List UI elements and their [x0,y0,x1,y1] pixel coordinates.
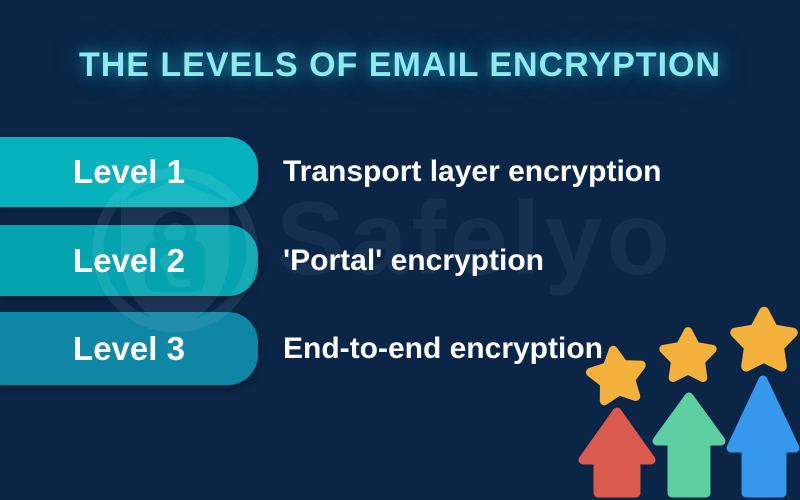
level-1-label: Level 1 [73,153,185,190]
level-2-label: Level 2 [73,242,185,279]
star-icon [588,347,646,403]
level-2-badge [0,225,258,296]
level-1-description: Transport layer encryption [283,155,662,188]
level-3-description: End-to-end encryption [283,332,603,365]
green-up-arrow-icon [652,392,726,498]
stars-arrows-graphic [578,300,800,498]
level-2-description: 'Portal' encryption [283,244,544,277]
blue-up-arrow-icon [726,375,800,498]
level-3-label: Level 3 [73,330,185,367]
watermark-brand-text: Safelyo [276,181,674,297]
page-title: THE LEVELS OF EMAIL ENCRYPTION [78,46,722,84]
star-icon [735,312,793,367]
star-icon [664,331,713,377]
level-1-badge [0,137,258,207]
shield-lock-icon [75,150,275,350]
red-up-arrow-icon [578,407,656,498]
level-3-badge [0,312,258,385]
